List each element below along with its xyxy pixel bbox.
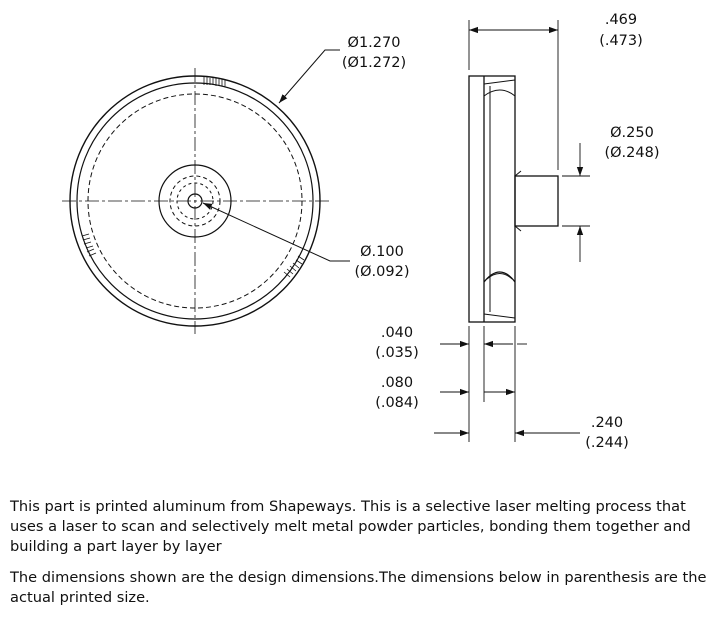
process-note: This part is printed aluminum from Shape… [10,498,691,555]
outer-dia-leader [278,49,340,104]
dimension-labels: Ø1.270 (Ø1.272) Ø.100 (Ø.092) .469 (.473… [342,12,660,451]
overall-length-actual-label: (.473) [599,33,643,49]
hub-dia-actual-label: (Ø.248) [604,145,659,161]
rim-width-label: .080 [381,375,413,391]
hub-outline [514,175,559,227]
hub-shoulder-top [514,170,522,177]
dim-hub-dia [562,143,590,262]
bore-dia-leader [202,202,350,262]
dim-flange-thickness [440,326,527,352]
bore-dia-actual-label: (Ø.092) [354,264,409,280]
knurl-right-marks [283,255,305,278]
dim-hub-length [434,402,580,442]
groove-top [483,89,516,97]
groove-bottom-inner [486,273,513,280]
front-view [62,49,350,334]
groove-bottom [483,271,516,283]
outer-dia-actual-label: (Ø1.272) [342,55,406,71]
overall-length-label: .469 [605,12,637,28]
side-view [468,75,559,323]
hub-shoulder-bottom [514,225,522,232]
hub-length-label: .240 [591,415,623,431]
technical-drawing: Ø1.270 (Ø1.272) Ø.100 (Ø.092) .469 (.473… [62,12,660,451]
rim-flange-outline [468,75,516,323]
inner-rim-circle [76,82,314,320]
dim-overall-length [468,20,559,170]
hub-length-actual-label: (.244) [585,435,629,451]
bore-dia-label: Ø.100 [360,244,404,260]
rim-chamfer-bottom [483,313,516,319]
flange-thickness-label: .040 [381,325,413,341]
knurl-left-marks [81,233,97,257]
knurl-top-marks [203,77,226,87]
rim-chamfer-top [483,79,516,85]
flange-thickness-actual-label: (.035) [375,345,419,361]
rim-width-actual-label: (.084) [375,395,419,411]
dim-rim-width [440,326,516,402]
dimensions-note: The dimensions shown are the design dime… [10,569,707,606]
outer-dia-label: Ø1.270 [348,35,401,51]
hub-dia-label: Ø.250 [610,125,654,141]
